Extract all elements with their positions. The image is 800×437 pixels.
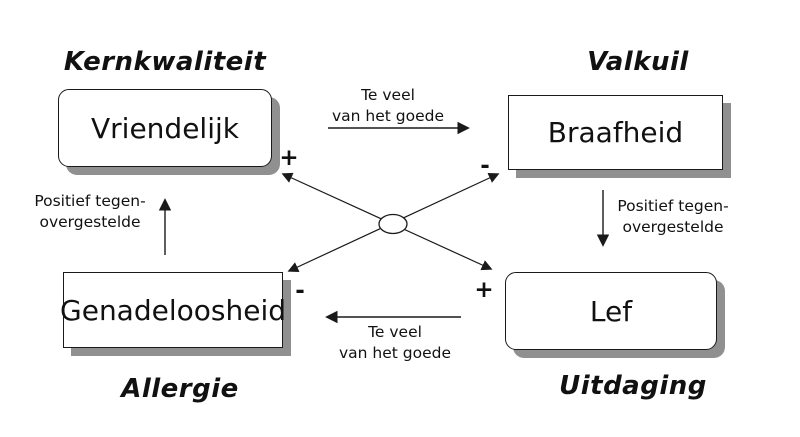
center-ellipse <box>378 213 408 235</box>
arrow-top-label-line2: van het goede <box>331 107 445 125</box>
arrow-right-label-line2: overgestelde <box>622 218 724 236</box>
box-vriendelijk: Vriendelijk <box>58 89 272 167</box>
arrow-left-label: Positief tegen- overgestelde <box>20 191 160 233</box>
label-valkuil: Valkuil <box>587 47 689 77</box>
box-genadeloosheid: Genadeloosheid <box>60 272 286 348</box>
sign-minus-braafheid: - <box>480 153 490 179</box>
arrow-left-label-line2: overgestelde <box>39 213 141 231</box>
box-braafheid: Braafheid <box>508 95 723 170</box>
arrow-left-label-line1: Positief tegen- <box>34 192 146 210</box>
arrow-bottom-label-line2: van het goede <box>338 344 452 362</box>
arrow-right-label: Positief tegen- overgestelde <box>606 196 740 238</box>
label-uitdaging: Uitdaging <box>559 371 707 401</box>
sign-plus-vriendelijk: + <box>279 145 299 171</box>
sign-plus-lef: + <box>474 277 494 303</box>
box-braafheid-label: Braafheid <box>547 116 684 149</box>
box-genadeloosheid-label: Genadeloosheid <box>60 293 286 327</box>
sign-minus-genadeloosheid: - <box>295 278 305 304</box>
label-allergie: Allergie <box>121 374 239 404</box>
box-vriendelijk-label: Vriendelijk <box>91 111 239 145</box>
arrow-bottom-label-line1: Te veel <box>368 323 422 341</box>
arrow-right-label-line1: Positief tegen- <box>617 197 729 215</box>
arrow-bottom-label: Te veel van het goede <box>325 322 465 364</box>
box-lef-label: Lef <box>589 294 633 328</box>
box-lef: Lef <box>505 272 717 350</box>
label-kernkwaliteit: Kernkwaliteit <box>63 47 267 77</box>
arrow-top-label: Te veel van het goede <box>318 85 458 127</box>
arrow-top-label-line1: Te veel <box>361 86 415 104</box>
